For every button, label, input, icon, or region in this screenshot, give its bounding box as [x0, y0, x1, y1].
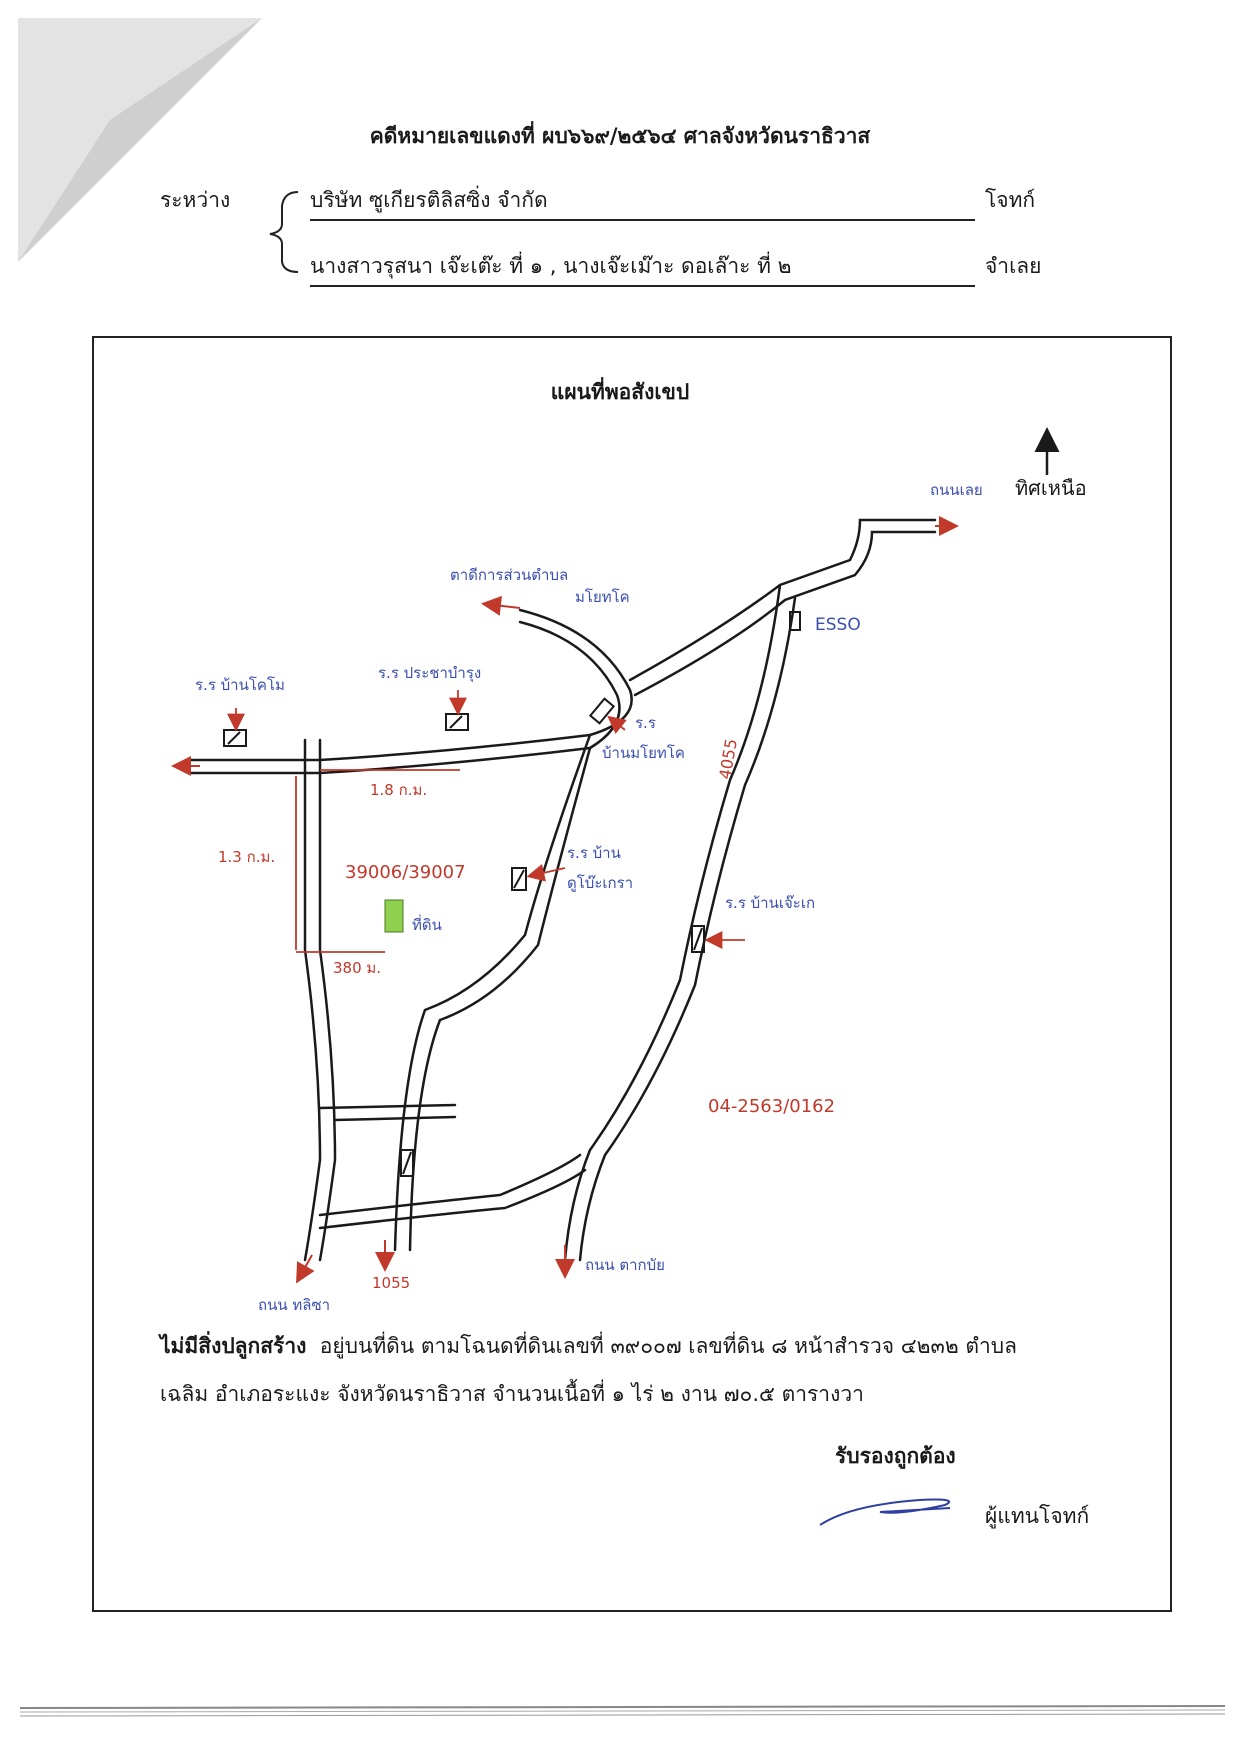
map-title: แผนที่พอสังเขป: [550, 380, 690, 404]
school-junction-icon: [588, 697, 616, 725]
school-center-icon: [511, 867, 527, 891]
dist-v-label: 1.3 ก.ม.: [218, 848, 275, 866]
road-ne-label: ถนนเลย: [930, 481, 983, 499]
road-4055-b: [578, 596, 797, 1262]
road-center-a: [393, 733, 592, 1252]
note-line-2: เฉลิม อำเภอระแงะ จังหวัดนราธิวาส จำนวนเน…: [160, 1382, 864, 1406]
signature-scribble: [819, 1498, 951, 1526]
signature-role: ผู้แทนโจทก์: [985, 1504, 1090, 1528]
plaintiff-role: โจทก์: [985, 188, 1036, 212]
school-right-label: ร.ร บ้านเจ๊ะเก: [725, 894, 815, 912]
arrow-s-left: [296, 1254, 315, 1284]
road-cross-1b: [333, 1115, 457, 1122]
dist-h-label: 1.8 ก.ม.: [370, 781, 427, 799]
road-main-ew-a: [188, 733, 592, 762]
party-bracket: [269, 191, 299, 273]
bottom-left-label: ถนน ทลิซา: [258, 1296, 330, 1314]
case-title: คดีหมายเลขแดงที่ ผบ๖๖๙/๒๕๖๔ ศาลจังหวัดนร…: [369, 124, 871, 148]
landmark-boxes: [223, 611, 801, 1177]
road-ne-b: [633, 530, 937, 697]
esso-label: ESSO: [815, 615, 861, 635]
bottom-right-label: ถนน ตากบัย: [585, 1256, 665, 1274]
map-frame: [92, 336, 1172, 1612]
page-edge: [19, 1705, 1226, 1717]
defendant-names: นางสาวรุสนา เจ๊ะเต๊ะ ที่ ๑ , นางเจ๊ะเม๊า…: [310, 250, 975, 287]
pointer-school-junction: [607, 715, 627, 735]
bottom-mid-label: 1055: [372, 1274, 410, 1292]
school-south-icon: [400, 1149, 414, 1177]
school-left-label: ร.ร บ้านโคโม: [195, 676, 285, 694]
school-mid-label: ร.ร ประชาบำรุง: [378, 664, 481, 683]
note-line-1-text: อยู่บนที่ดิน ตามโฉนดที่ดินเลขที่ ๓๙๐๐๗ เ…: [319, 1334, 1017, 1358]
road-4055-a: [563, 583, 782, 1262]
school-right-icon: [691, 925, 705, 953]
between-label: ระหว่าง: [160, 188, 231, 212]
road-west-a: [303, 738, 322, 1262]
road-cross-2a: [318, 1153, 582, 1217]
note-line-1: ไม่มีสิ่งปลูกสร้าง อยู่บนที่ดิน ตามโฉนดท…: [160, 1330, 1017, 1363]
school-junction-label-2: บ้านมโยทโค: [602, 744, 685, 762]
dept-label-2: มโยทโค: [575, 588, 630, 606]
esso-icon: [789, 611, 801, 631]
school-center-label-1: ร.ร บ้าน: [567, 844, 621, 862]
case-ref: 04-2563/0162: [708, 1096, 835, 1117]
pointer-school-center: [526, 864, 566, 882]
road-center-b: [408, 746, 592, 1252]
route-4055-label: 4055: [715, 737, 741, 780]
dist-380-label: 380 ม.: [333, 959, 381, 977]
road-north-a: [518, 608, 633, 737]
road-main-ew-b: [188, 746, 592, 775]
land-label: ที่ดิน: [412, 914, 442, 934]
road-ne-a: [628, 518, 937, 682]
road-west-b: [318, 738, 337, 1262]
dept-label-1: ตาดีการส่วนตำบล: [450, 566, 568, 584]
road-cross-2b: [318, 1168, 587, 1230]
school-junction-label-1: ร.ร: [635, 714, 656, 732]
road-cross-1a: [318, 1103, 457, 1110]
land-parcel-icon: [384, 899, 404, 933]
plaintiff-name: บริษัท ซูเกียรติลิสซิ่ง จำกัด: [310, 184, 975, 221]
certify-label: รับรองถูกต้อง: [835, 1444, 956, 1468]
note-bold: ไม่มีสิ่งปลูกสร้าง: [160, 1334, 307, 1358]
north-label: ทิศเหนือ: [1015, 476, 1087, 500]
parcel-numbers: 39006/39007: [345, 862, 466, 883]
school-center-label-2: ดูโบ๊ะเกรา: [567, 874, 633, 892]
defendant-role: จำเลย: [985, 254, 1042, 278]
arrow-nw-end: [481, 595, 521, 616]
folded-corner: [18, 18, 262, 262]
